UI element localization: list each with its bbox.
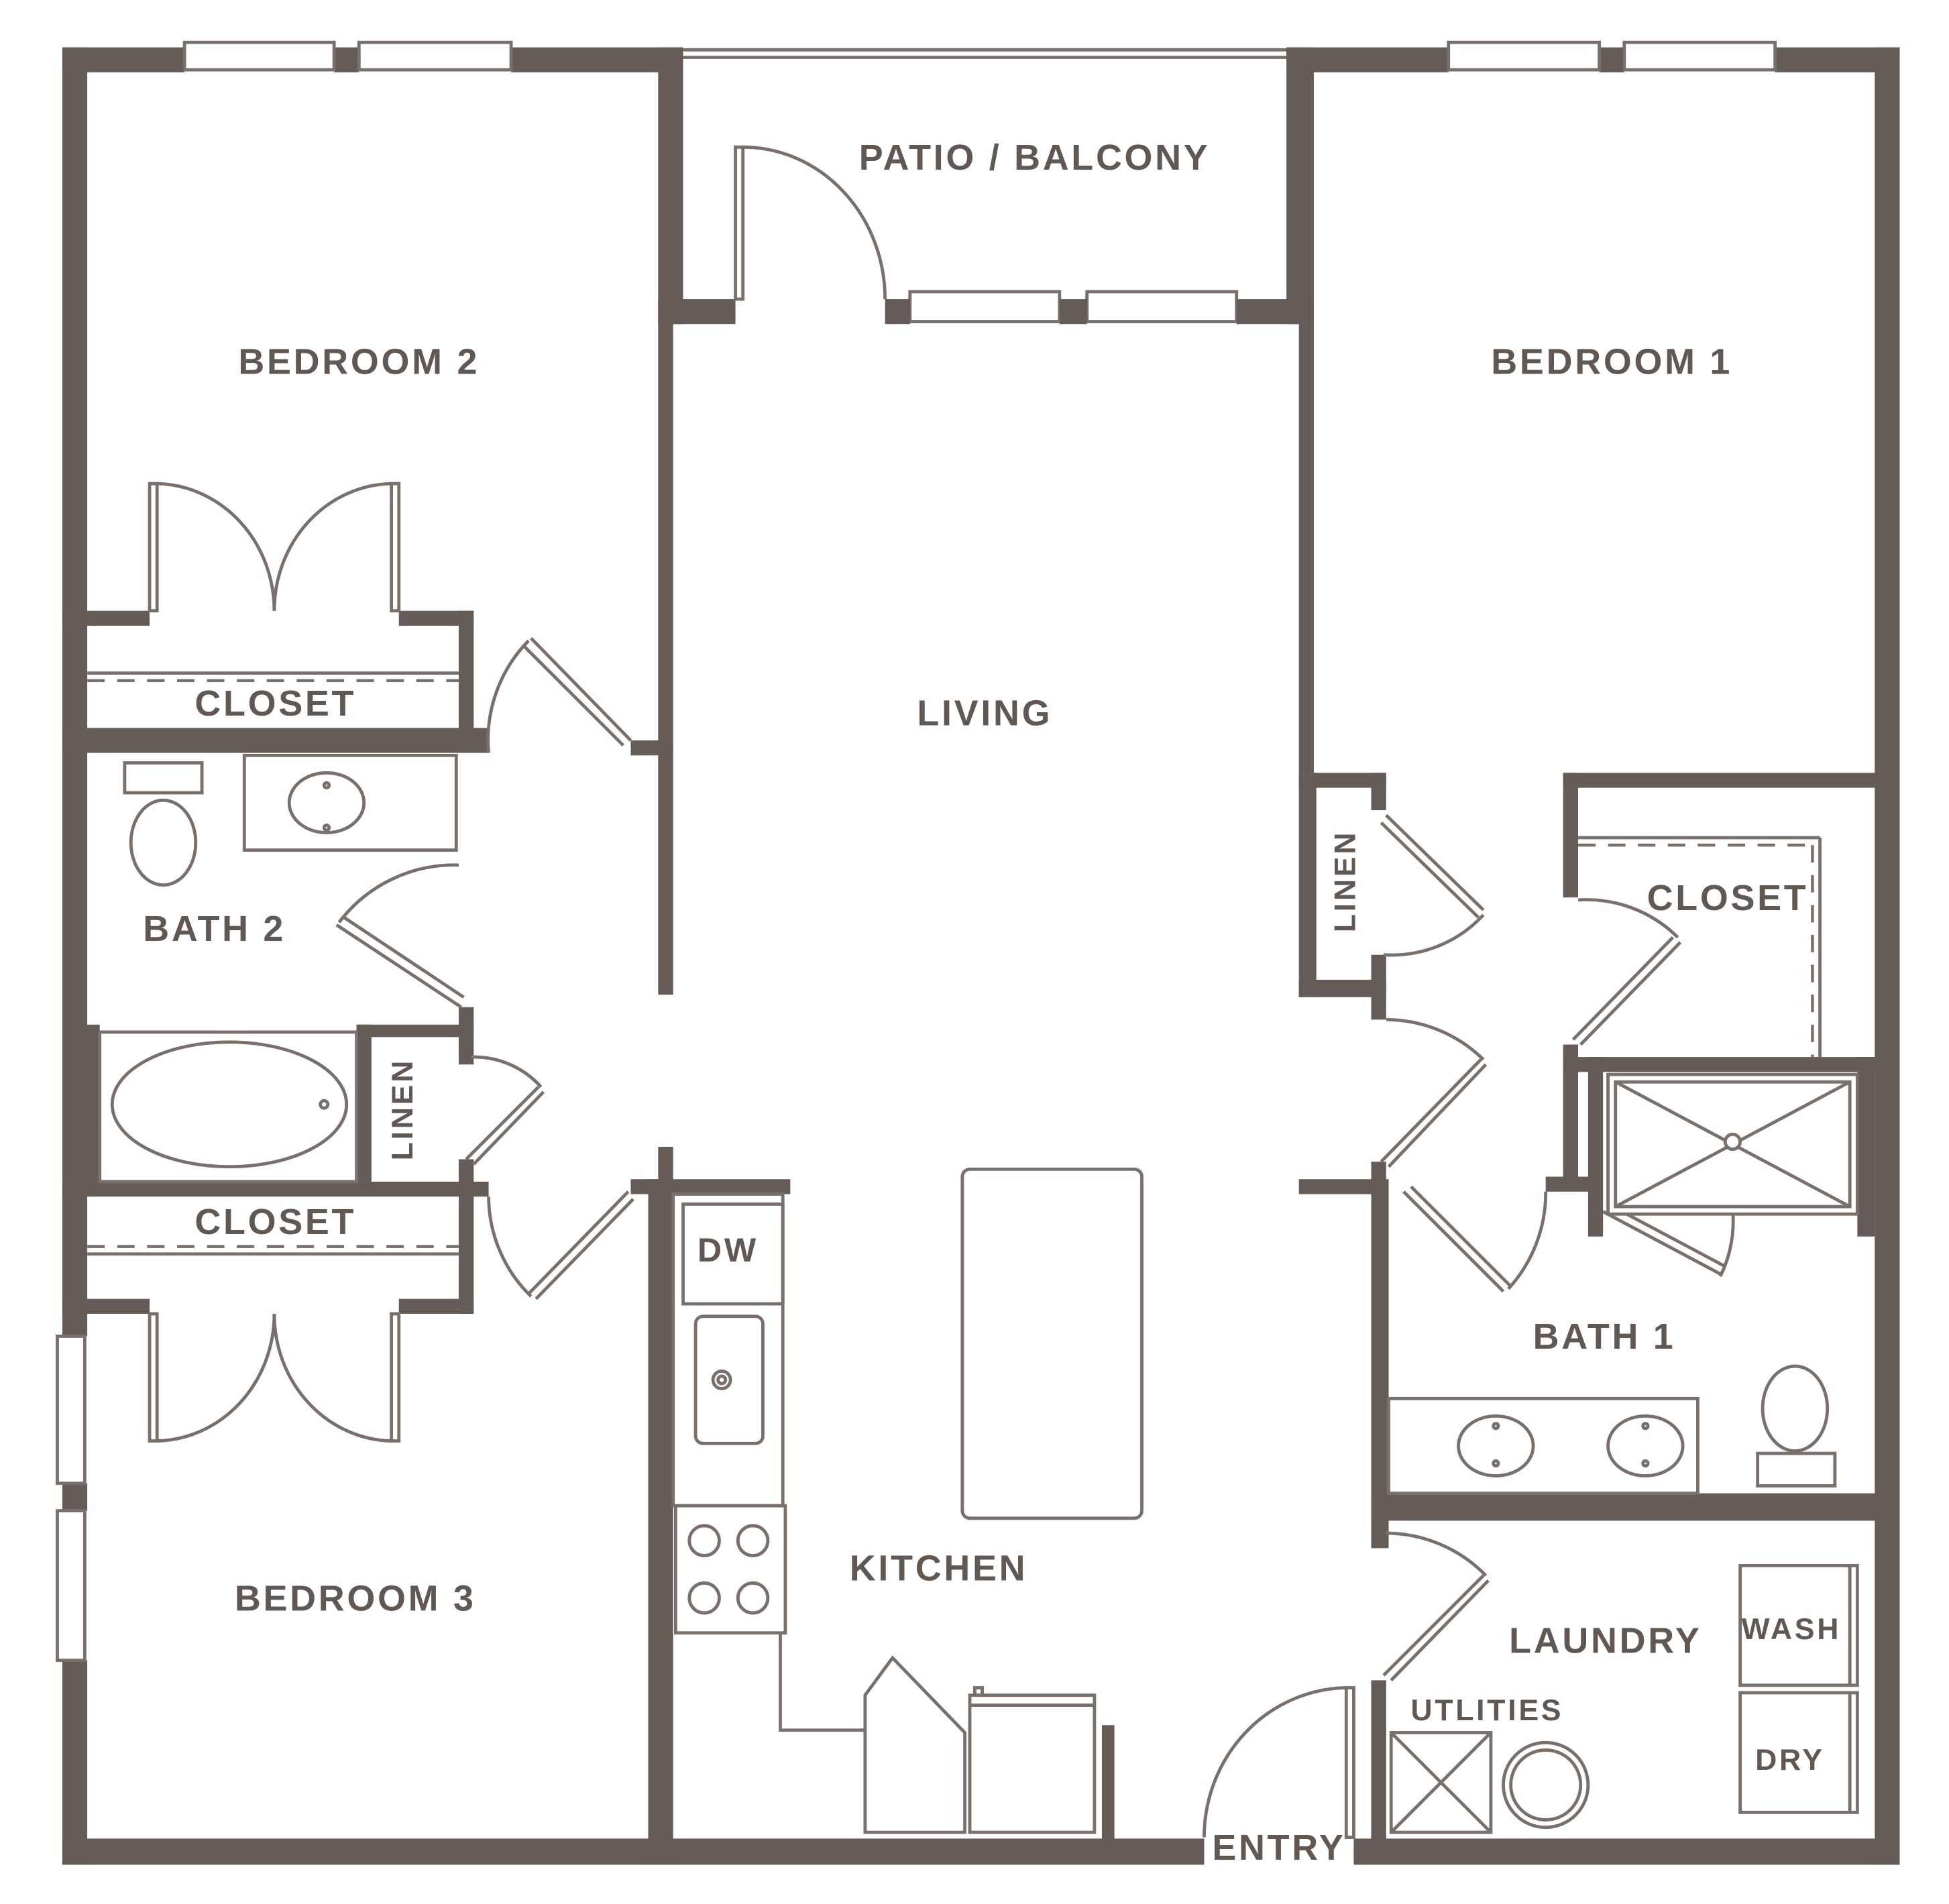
- interior-walls: [62, 47, 1900, 1865]
- label-entry: ENTRY: [1212, 1828, 1345, 1868]
- label-closet-b2: CLOSET: [194, 683, 356, 724]
- windows: [56, 40, 1777, 1663]
- water-heater: [1502, 1740, 1590, 1830]
- label-bath-1: BATH 1: [1533, 1317, 1676, 1357]
- label-bedroom-1: BEDROOM 1: [1491, 342, 1732, 382]
- label-laundry: LAUNDRY: [1509, 1621, 1702, 1661]
- label-patio: PATIO / BALCONY: [859, 137, 1211, 178]
- label-dishwasher: DW: [698, 1231, 759, 1269]
- label-linen-b2: LINEN: [386, 1058, 419, 1160]
- label-bedroom-2: BEDROOM 2: [238, 342, 480, 382]
- label-utilities: UTLITIES: [1410, 1694, 1563, 1727]
- vanity-bath2: [242, 753, 458, 852]
- label-closet-b3: CLOSET: [194, 1202, 356, 1242]
- label-living: LIVING: [917, 693, 1052, 734]
- refrigerator: [968, 1693, 1097, 1834]
- vanity-bath1: [1387, 1396, 1700, 1496]
- exterior-walls: [62, 47, 1900, 1865]
- label-wash: WASH: [1741, 1613, 1841, 1646]
- label-dry: DRY: [1755, 1744, 1825, 1777]
- label-bath-2: BATH 2: [143, 909, 286, 949]
- toilet-bowl-bath1: [1761, 1364, 1830, 1453]
- kitchen-sink: [693, 1314, 765, 1445]
- washer: [1738, 1563, 1859, 1687]
- dryer: [1738, 1691, 1859, 1814]
- toilet-bowl-bath2: [129, 798, 198, 887]
- doors: [148, 145, 1735, 1839]
- toilet-tank-bath2: [123, 761, 204, 795]
- label-kitchen: KITCHEN: [850, 1549, 1027, 1589]
- label-closet-b1: CLOSET: [1647, 878, 1809, 918]
- cooktop: [673, 1504, 787, 1635]
- kitchen-island: [960, 1167, 1144, 1520]
- closet-shelves: [87, 671, 1822, 1256]
- label-bedroom-3: BEDROOM 3: [235, 1578, 476, 1618]
- room-labels: PATIO / BALCONY BEDROOM 2 BEDROOM 1 LIVI…: [143, 137, 1841, 1868]
- label-linen-b1: LINEN: [1329, 830, 1361, 932]
- fixtures: [98, 753, 1859, 1834]
- toilet-tank-bath1: [1756, 1451, 1837, 1488]
- bathtub-bath2: [98, 1030, 358, 1184]
- pantry: [863, 1655, 966, 1834]
